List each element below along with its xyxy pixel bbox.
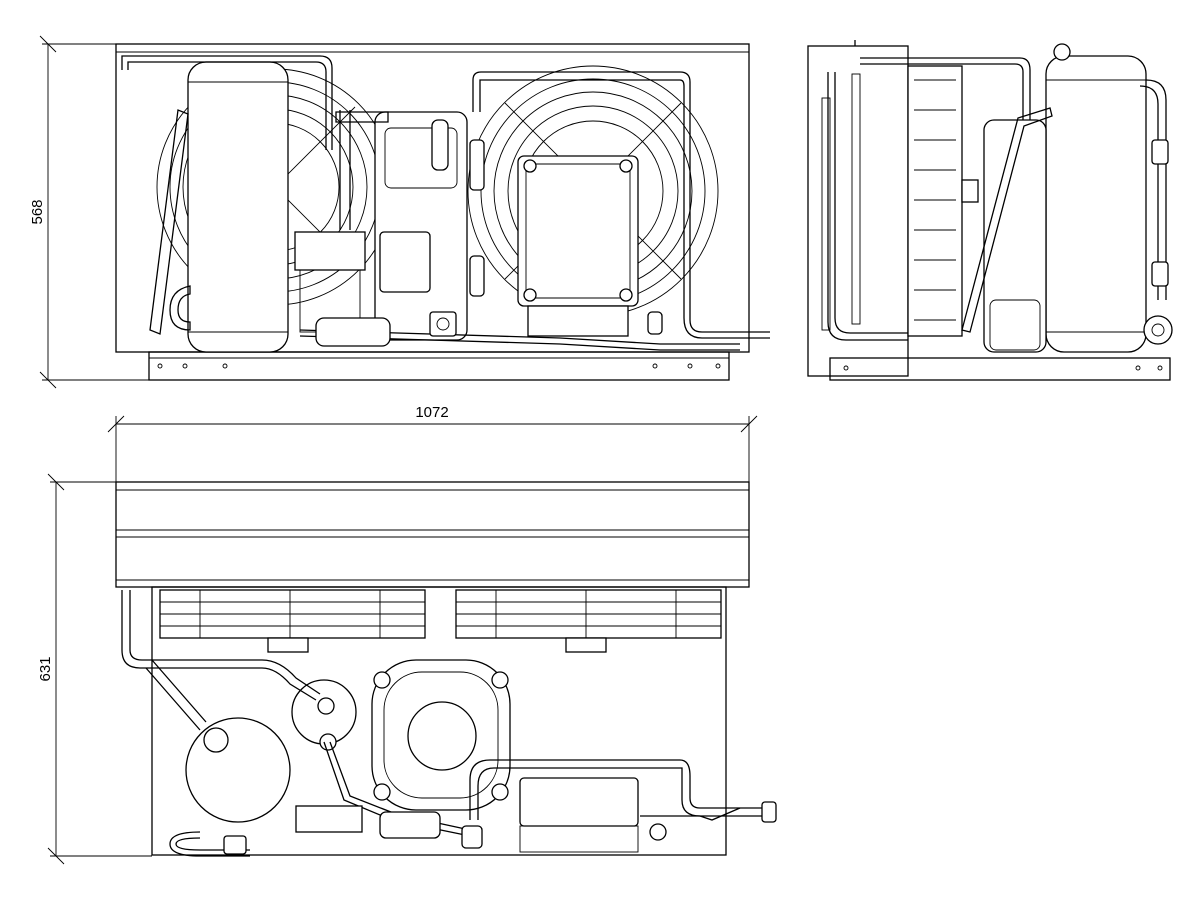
front-base-rail bbox=[148, 351, 730, 381]
top-base-plate bbox=[151, 586, 727, 856]
top-electrical-box bbox=[519, 777, 639, 853]
top-liquid-receiver bbox=[185, 679, 357, 823]
side-base-rail bbox=[829, 357, 1171, 381]
top-condenser-cover bbox=[115, 481, 750, 588]
side-compressor bbox=[983, 119, 1047, 353]
side-liquid-receiver bbox=[1045, 43, 1147, 353]
dimension-height-label: 568 bbox=[29, 199, 46, 224]
dimension-height: 568 bbox=[29, 35, 152, 389]
top-piping bbox=[121, 590, 777, 857]
top-view bbox=[115, 481, 777, 857]
side-view bbox=[807, 40, 1173, 381]
front-electrical-box bbox=[517, 155, 639, 337]
dimension-depth: 631 bbox=[37, 473, 152, 865]
dimension-width-label: 1072 bbox=[415, 404, 448, 421]
side-housing bbox=[807, 45, 909, 377]
top-compressor bbox=[371, 659, 511, 811]
dimension-depth-label: 631 bbox=[37, 656, 54, 681]
front-piping bbox=[121, 55, 770, 351]
front-view bbox=[115, 43, 770, 381]
side-fan-guard bbox=[907, 65, 979, 337]
top-fan-guards bbox=[159, 589, 722, 653]
dimension-width: 1072 bbox=[107, 404, 758, 482]
front-liquid-receiver bbox=[187, 61, 289, 353]
side-piping bbox=[827, 57, 1173, 345]
